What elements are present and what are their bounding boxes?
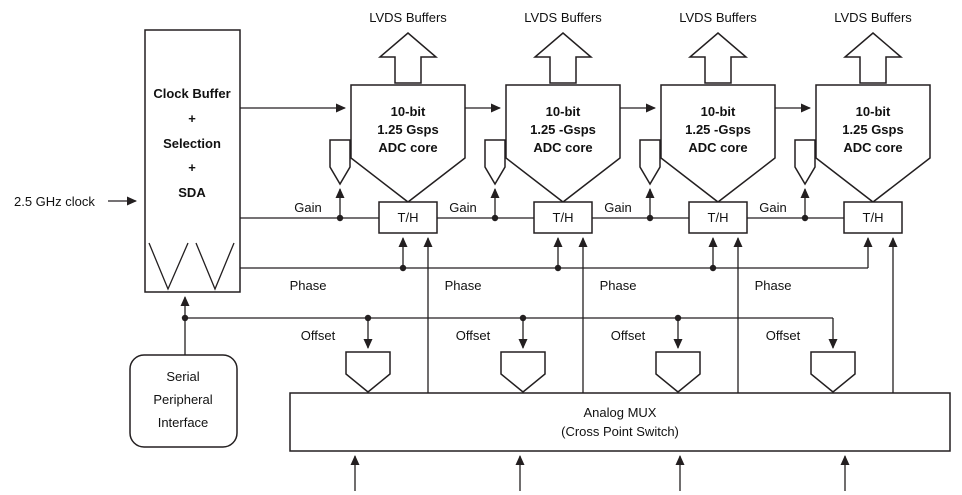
offset-dac-shape [810, 351, 856, 393]
spi-block: Serial Peripheral Interface [129, 354, 238, 448]
adc-core-shape [505, 84, 621, 203]
spi-box [129, 354, 238, 448]
adc-core-label: ADC core [378, 140, 437, 155]
lvds-buffers-label: LVDS Buffers [524, 10, 602, 25]
offset-label: Offset [611, 328, 646, 343]
offset-dac-shape [500, 351, 546, 393]
lvds-output-arrow [377, 32, 439, 84]
adc-core-label: ADC core [533, 140, 592, 155]
lvds-output-arrow [687, 32, 749, 84]
adc-rate-label: 1.25 -Gsps [530, 122, 596, 137]
track-hold-box [843, 201, 903, 234]
mux-title: Analog MUX [584, 405, 657, 420]
spi-line1: Serial [166, 369, 199, 384]
lvds-buffers-label: LVDS Buffers [679, 10, 757, 25]
clock-buffer-title: Clock Buffer [153, 86, 230, 101]
track-hold-box [533, 201, 593, 234]
track-hold-box [688, 201, 748, 234]
clock-buffer-box [144, 29, 241, 293]
adc-rate-label: 1.25 Gsps [842, 122, 903, 137]
lvds-buffers-label: LVDS Buffers [834, 10, 912, 25]
adc-rate-label: 1.25 -Gsps [685, 122, 751, 137]
track-hold-label: T/H [708, 210, 729, 225]
lvds-buffers-label: LVDS Buffers [369, 10, 447, 25]
adc-core-label: ADC core [843, 140, 902, 155]
gain-dac-shape [639, 139, 661, 186]
lvds-output-arrow [532, 32, 594, 84]
adc-resolution-label: 10-bit [546, 104, 581, 119]
adc-resolution-label: 10-bit [391, 104, 426, 119]
channel-4: LVDS Buffers 10-bit 1.25 Gsps ADC core G… [747, 10, 931, 491]
adc-rate-label: 1.25 Gsps [377, 122, 438, 137]
offset-label: Offset [766, 328, 801, 343]
channel-2: LVDS Buffers 10-bit 1.25 -Gsps ADC core … [437, 10, 621, 491]
adc-resolution-label: 10-bit [856, 104, 891, 119]
clock-input-label: 2.5 GHz clock [14, 194, 95, 209]
gain-label: Gain [604, 200, 631, 215]
adc-core-shape [350, 84, 466, 203]
gain-label: Gain [294, 200, 321, 215]
gain-label: Gain [759, 200, 786, 215]
track-hold-label: T/H [398, 210, 419, 225]
analog-mux-box [289, 392, 951, 452]
phase-label: Phase [445, 278, 482, 293]
clock-mux-chevron-left [148, 242, 189, 291]
offset-dac-shape [345, 351, 391, 393]
track-hold-label: T/H [553, 210, 574, 225]
clock-buffer-sda-label: SDA [178, 185, 206, 200]
clock-buffer-block: Clock Buffer + Selection + SDA [144, 29, 241, 293]
phase-label: Phase [755, 278, 792, 293]
channel-3: LVDS Buffers 10-bit 1.25 -Gsps ADC core … [592, 10, 776, 491]
gain-dac-shape [329, 139, 351, 186]
offset-dac-shape [655, 351, 701, 393]
spi-line3: Interface [158, 415, 209, 430]
offset-label: Offset [301, 328, 336, 343]
phase-label: Phase [600, 278, 637, 293]
clock-buffer-selection-label: Selection [163, 136, 221, 151]
gain-label: Gain [449, 200, 476, 215]
adc-core-label: ADC core [688, 140, 747, 155]
lvds-output-arrow [842, 32, 904, 84]
track-hold-label: T/H [863, 210, 884, 225]
phase-label: Phase [290, 278, 327, 293]
adc-core-shape [660, 84, 776, 203]
mux-subtitle: (Cross Point Switch) [561, 424, 679, 439]
gain-dac-shape [484, 139, 506, 186]
adc-resolution-label: 10-bit [701, 104, 736, 119]
clock-mux-chevron-right [195, 242, 235, 291]
clock-buffer-plus1: + [188, 111, 196, 126]
analog-mux-block: Analog MUX (Cross Point Switch) [289, 392, 951, 452]
clock-buffer-plus2: + [188, 160, 196, 175]
gain-dac-shape [794, 139, 816, 186]
adc-core-shape [815, 84, 931, 203]
offset-label: Offset [456, 328, 491, 343]
spi-line2: Peripheral [153, 392, 212, 407]
